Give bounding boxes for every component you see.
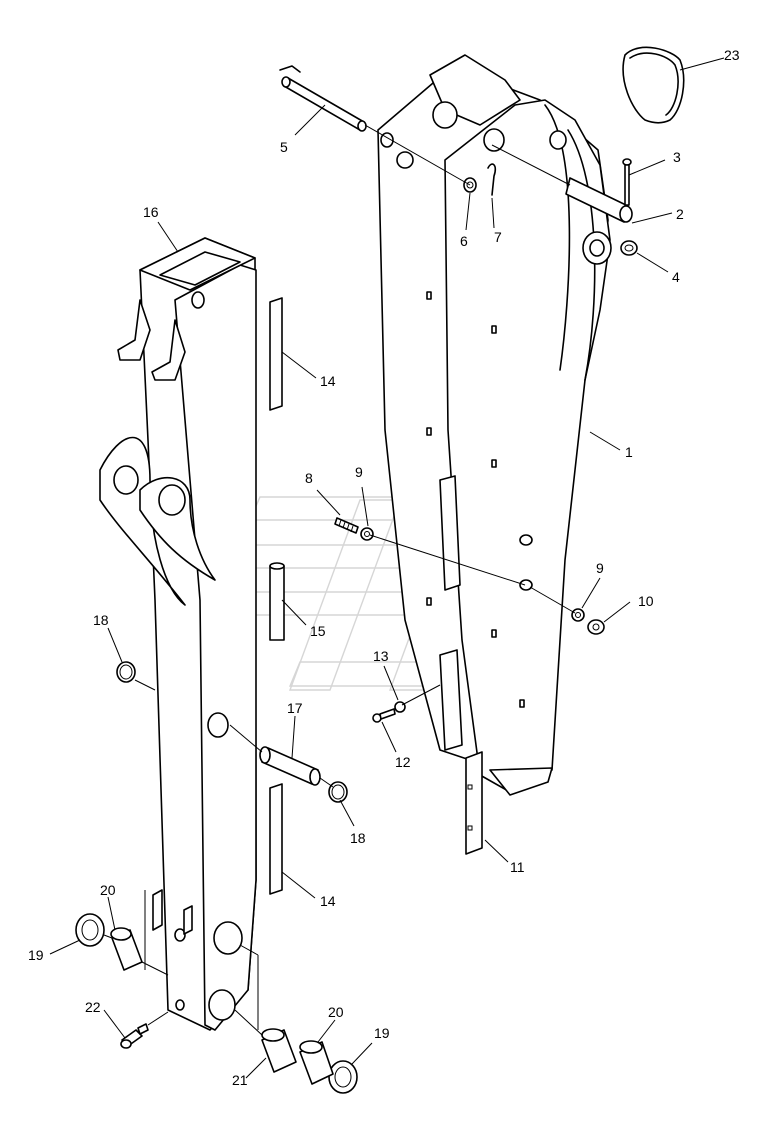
callout-5: 5 — [280, 139, 288, 155]
callout-18a: 18 — [93, 612, 109, 628]
washer-9b — [571, 608, 585, 622]
clip-7 — [487, 163, 497, 196]
washer-13 — [394, 701, 406, 713]
callout-16: 16 — [143, 204, 159, 220]
plate-14a — [269, 297, 283, 411]
pin-17 — [259, 746, 321, 786]
callout-13: 13 — [373, 648, 389, 664]
callout-labels: 1 2 3 4 5 6 7 8 9 9 10 11 12 13 14 14 15… — [28, 47, 740, 1088]
callout-9b: 9 — [596, 560, 604, 576]
alignment-lines — [103, 124, 576, 1036]
callout-20b: 20 — [328, 1004, 344, 1020]
grease-fitting-22 — [120, 1023, 149, 1049]
callout-19b: 19 — [374, 1025, 390, 1041]
snap-ring-18b — [328, 781, 348, 803]
plate-14b — [269, 783, 283, 895]
callout-14b: 14 — [320, 893, 336, 909]
leader-lines — [49, 57, 725, 1079]
pin-2 — [565, 177, 633, 223]
callout-11: 11 — [510, 859, 525, 875]
nut-4 — [620, 240, 638, 256]
ring-23 — [622, 46, 685, 124]
callout-2: 2 — [676, 206, 684, 222]
callout-7: 7 — [494, 229, 502, 245]
callout-14a: 14 — [320, 373, 336, 389]
pin-15 — [269, 562, 285, 641]
callout-12: 12 — [395, 754, 411, 770]
callout-23: 23 — [724, 47, 740, 63]
bar-11 — [465, 751, 483, 855]
callout-19a: 19 — [28, 947, 44, 963]
bushing-21 — [261, 1028, 297, 1073]
boom-assembly — [377, 54, 612, 796]
callout-6: 6 — [460, 233, 468, 249]
callout-9a: 9 — [355, 464, 363, 480]
callout-10: 10 — [638, 593, 654, 609]
callout-1: 1 — [625, 444, 633, 460]
bushing-20b — [299, 1040, 334, 1085]
callout-15: 15 — [310, 623, 326, 639]
pin-5 — [279, 65, 367, 132]
callout-22: 22 — [85, 999, 101, 1015]
bolt-8 — [334, 517, 359, 534]
arm-assembly — [99, 237, 257, 1031]
callout-20a: 20 — [100, 882, 116, 898]
callout-4: 4 — [672, 269, 680, 285]
callout-3: 3 — [673, 149, 681, 165]
callout-21: 21 — [232, 1072, 248, 1088]
bolt-12 — [372, 708, 396, 723]
snap-ring-18a — [116, 661, 136, 683]
washer-19b — [328, 1060, 358, 1094]
callout-17: 17 — [287, 700, 303, 716]
nut-10 — [587, 619, 605, 635]
bushing-20a — [110, 927, 143, 971]
callout-18b: 18 — [350, 830, 366, 846]
bolt-3 — [622, 158, 632, 206]
washer-19a — [75, 913, 105, 947]
callout-8: 8 — [305, 470, 313, 486]
washer-9a — [360, 527, 374, 541]
